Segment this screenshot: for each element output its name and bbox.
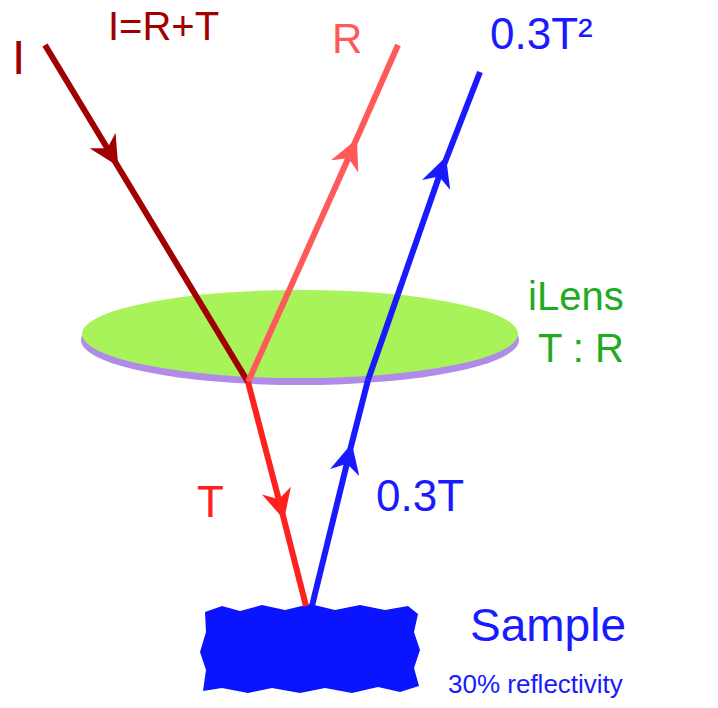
ray-label: R	[332, 18, 362, 60]
ray-label: T	[197, 480, 224, 524]
returned-ray	[440, 72, 480, 175]
equation-label: I=R+T	[108, 6, 219, 46]
returned-ray	[368, 168, 442, 380]
returned-ray	[347, 380, 368, 462]
incident-ray	[108, 150, 248, 382]
sample-name: Sample	[470, 602, 626, 648]
reflected-ray	[349, 45, 398, 156]
lens-name: iLens	[528, 276, 624, 316]
returned-ray	[312, 455, 349, 606]
sample-block	[200, 604, 420, 693]
transmitted-ray	[248, 382, 281, 508]
ray-label: 0.3T	[376, 474, 464, 518]
lens-body	[82, 290, 518, 378]
reflected-ray	[248, 150, 352, 382]
ray-label: 0.3T²	[490, 12, 593, 56]
ray-label: I	[12, 34, 25, 82]
sample-note: 30% reflectivity	[448, 671, 623, 697]
transmitted-ray	[279, 500, 306, 606]
ratio-label: T : R	[538, 328, 624, 368]
incident-ray	[45, 45, 112, 156]
